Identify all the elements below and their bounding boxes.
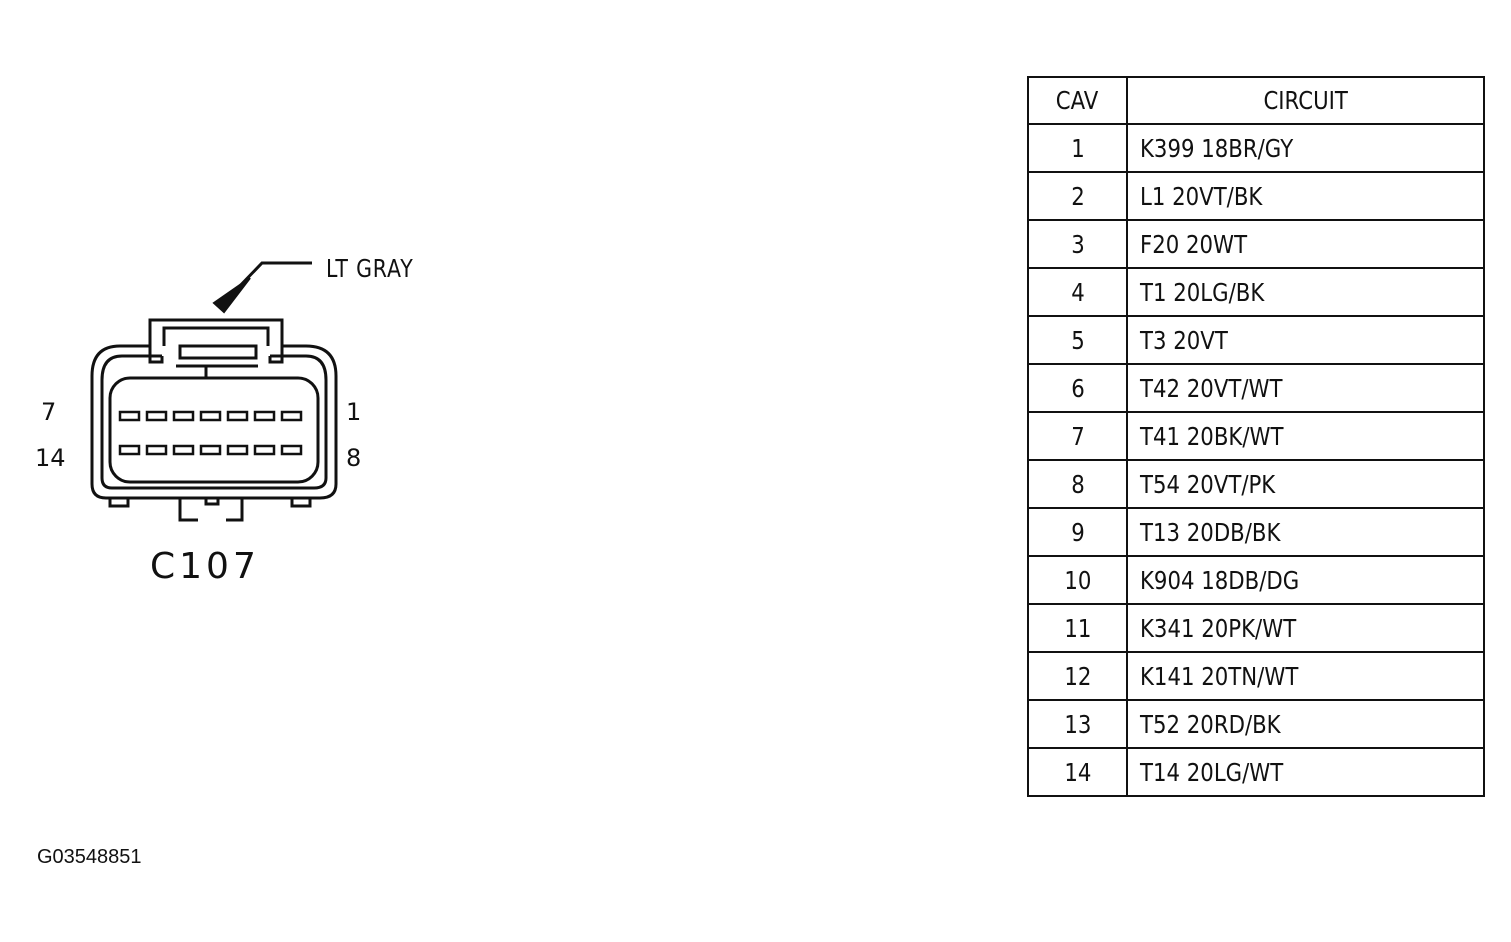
cav-cell: 12 [1027,651,1128,701]
cavity-slot [172,410,195,422]
connector-color-label: LT GRAY [326,254,414,283]
cavity-slot [145,444,168,456]
pin-label-bottom-right: 8 [346,444,362,472]
connector-body [90,318,338,522]
cav-cell: 2 [1027,171,1128,221]
cavity-slot [118,410,141,422]
circuit-cell: T41 20BK/WT [1126,411,1485,461]
cav-cell: 7 [1027,411,1128,461]
figure-id: G03548851 [37,846,142,868]
cavity-slot [118,444,141,456]
cav-cell: 4 [1027,267,1128,317]
cavity-slot [226,444,249,456]
pin-label-top-left: 7 [41,398,57,426]
circuit-cell: F20 20WT [1126,219,1485,269]
circuit-cell: T42 20VT/WT [1126,363,1485,413]
cav-cell: 10 [1027,555,1128,605]
table-header-row: CAV CIRCUIT [1027,76,1485,125]
cavity-slot [199,410,222,422]
cavity-slot [226,410,249,422]
circuit-cell: T52 20RD/BK [1126,699,1485,749]
cavity-slot [199,444,222,456]
cavity-slot [253,444,276,456]
cav-cell: 8 [1027,459,1128,509]
cav-cell: 5 [1027,315,1128,365]
circuit-cell: T1 20LG/BK [1126,267,1485,317]
cav-cell: 9 [1027,507,1128,557]
cavity-slot [145,410,168,422]
cav-cell: 6 [1027,363,1128,413]
cav-cell: 1 [1027,123,1128,173]
header-circuit: CIRCUIT [1126,76,1485,125]
cav-cell: 11 [1027,603,1128,653]
header-cav: CAV [1027,76,1128,125]
circuit-cell: K399 18BR/GY [1126,123,1485,173]
pin-label-bottom-left: 14 [35,444,66,472]
cav-cell: 13 [1027,699,1128,749]
circuit-cell: T13 20DB/BK [1126,507,1485,557]
connector-cavities [118,410,303,456]
circuit-cell: T3 20VT [1126,315,1485,365]
circuit-cell: T14 20LG/WT [1126,747,1485,797]
cav-cell: 14 [1027,747,1128,797]
circuit-cell: L1 20VT/BK [1126,171,1485,221]
circuit-cell: K341 20PK/WT [1126,603,1485,653]
circuit-cell: K904 18DB/DG [1126,555,1485,605]
cavity-slot [280,410,303,422]
connector-name: C107 [150,546,260,587]
circuit-cell: T54 20VT/PK [1126,459,1485,509]
pin-label-top-right: 1 [346,398,362,426]
color-leader-arrow [212,261,312,314]
cavity-slot [253,410,276,422]
cavity-slot [172,444,195,456]
circuit-cell: K141 20TN/WT [1126,651,1485,701]
cav-cell: 3 [1027,219,1128,269]
cavity-slot [280,444,303,456]
